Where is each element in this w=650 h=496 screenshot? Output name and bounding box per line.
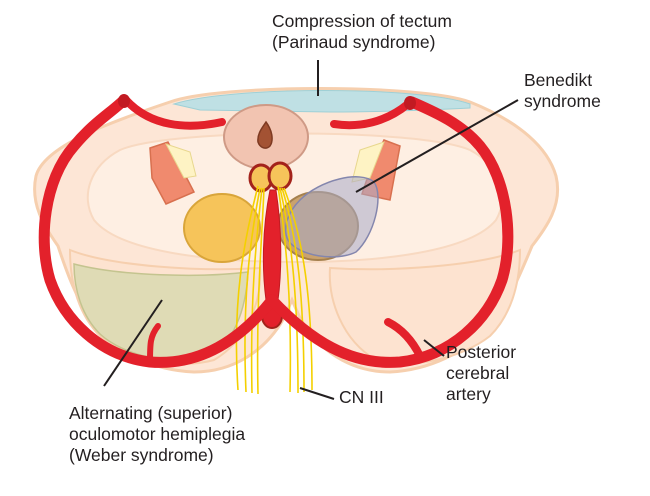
leader-pca bbox=[423, 339, 445, 357]
leader-cn3 bbox=[299, 387, 335, 400]
label-line: syndrome bbox=[524, 91, 601, 111]
label-posterior-cerebral-artery: Posterior cerebral artery bbox=[446, 342, 516, 405]
label-line: CN III bbox=[339, 387, 384, 407]
cn3-fibers bbox=[235, 185, 313, 395]
left-nigra-highlight bbox=[164, 143, 197, 179]
label-line: Alternating (superior) bbox=[69, 403, 233, 423]
left-collicular-branch bbox=[122, 96, 226, 130]
label-benedikt-syndrome: Benedikt syndrome bbox=[524, 70, 601, 112]
right-posterior-cerebral-artery bbox=[266, 96, 514, 368]
benedikt-lesion bbox=[284, 176, 379, 258]
right-oculomotor-nucleus bbox=[267, 161, 293, 191]
label-line: cerebral bbox=[446, 363, 510, 383]
label-line: Benedikt bbox=[524, 70, 593, 90]
label-line: artery bbox=[446, 384, 491, 404]
cerebral-aqueduct bbox=[257, 120, 273, 149]
label-line: oculomotor hemiplegia bbox=[69, 424, 246, 444]
right-nigra-highlight bbox=[351, 141, 385, 183]
label-tectum-compression: Compression of tectum (Parinaud syndrome… bbox=[272, 11, 452, 53]
label-line: (Weber syndrome) bbox=[69, 445, 214, 465]
leader-weber bbox=[103, 299, 163, 387]
tectum-lesion bbox=[172, 90, 471, 113]
right-collicular-branch bbox=[330, 100, 412, 130]
right-circumflex-branch bbox=[384, 318, 424, 360]
left-posterior-cerebral-artery bbox=[38, 94, 278, 368]
left-substantia-nigra bbox=[149, 141, 196, 205]
label-weber-syndrome: Alternating (superior) oculomotor hemipl… bbox=[69, 403, 245, 466]
label-cn3: CN III bbox=[339, 387, 384, 408]
leader-lines bbox=[103, 60, 519, 400]
label-line: Compression of tectum bbox=[272, 11, 452, 31]
artery-vessel-icon bbox=[38, 94, 514, 368]
left-red-nucleus bbox=[183, 193, 261, 263]
left-artery-cap bbox=[118, 94, 130, 108]
left-circumflex-branch bbox=[147, 323, 161, 365]
leader-benedikt bbox=[355, 99, 519, 193]
label-line: (Parinaud syndrome) bbox=[272, 32, 436, 52]
right-artery-cap bbox=[404, 96, 416, 110]
label-line: Posterior bbox=[446, 342, 517, 362]
